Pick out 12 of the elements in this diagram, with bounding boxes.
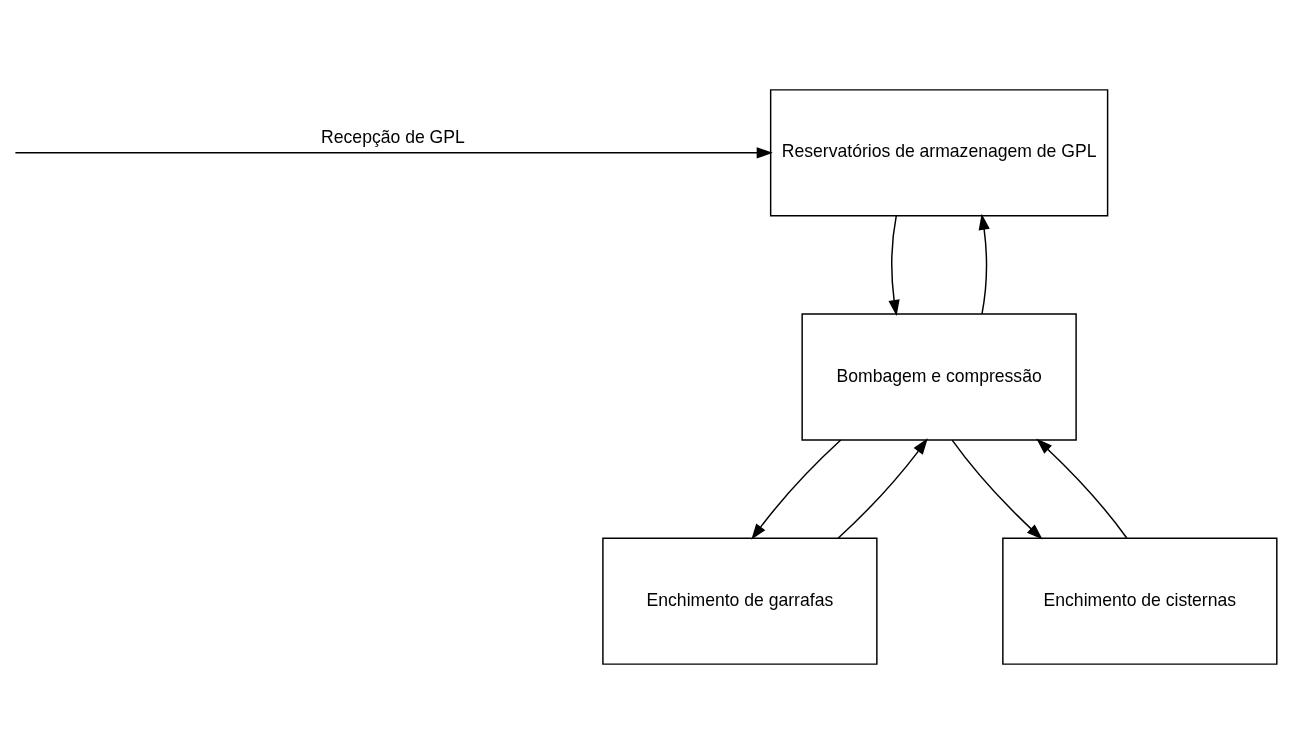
- edge-label: Recepção de GPL: [321, 126, 465, 147]
- arrow: [837, 437, 928, 539]
- arrow: [1036, 438, 1128, 539]
- arrow: [751, 438, 842, 540]
- arrow: [978, 213, 990, 315]
- node-box: Reservatórios de armazenagem de GPL: [769, 88, 1109, 217]
- node-box: Enchimento de cisternas: [1002, 536, 1278, 665]
- node-box: Bombagem e compressão: [801, 312, 1077, 441]
- arrow: [888, 214, 900, 316]
- node-box: Enchimento de garrafas: [602, 536, 878, 665]
- arrow: [14, 146, 773, 158]
- arrow: [951, 438, 1043, 539]
